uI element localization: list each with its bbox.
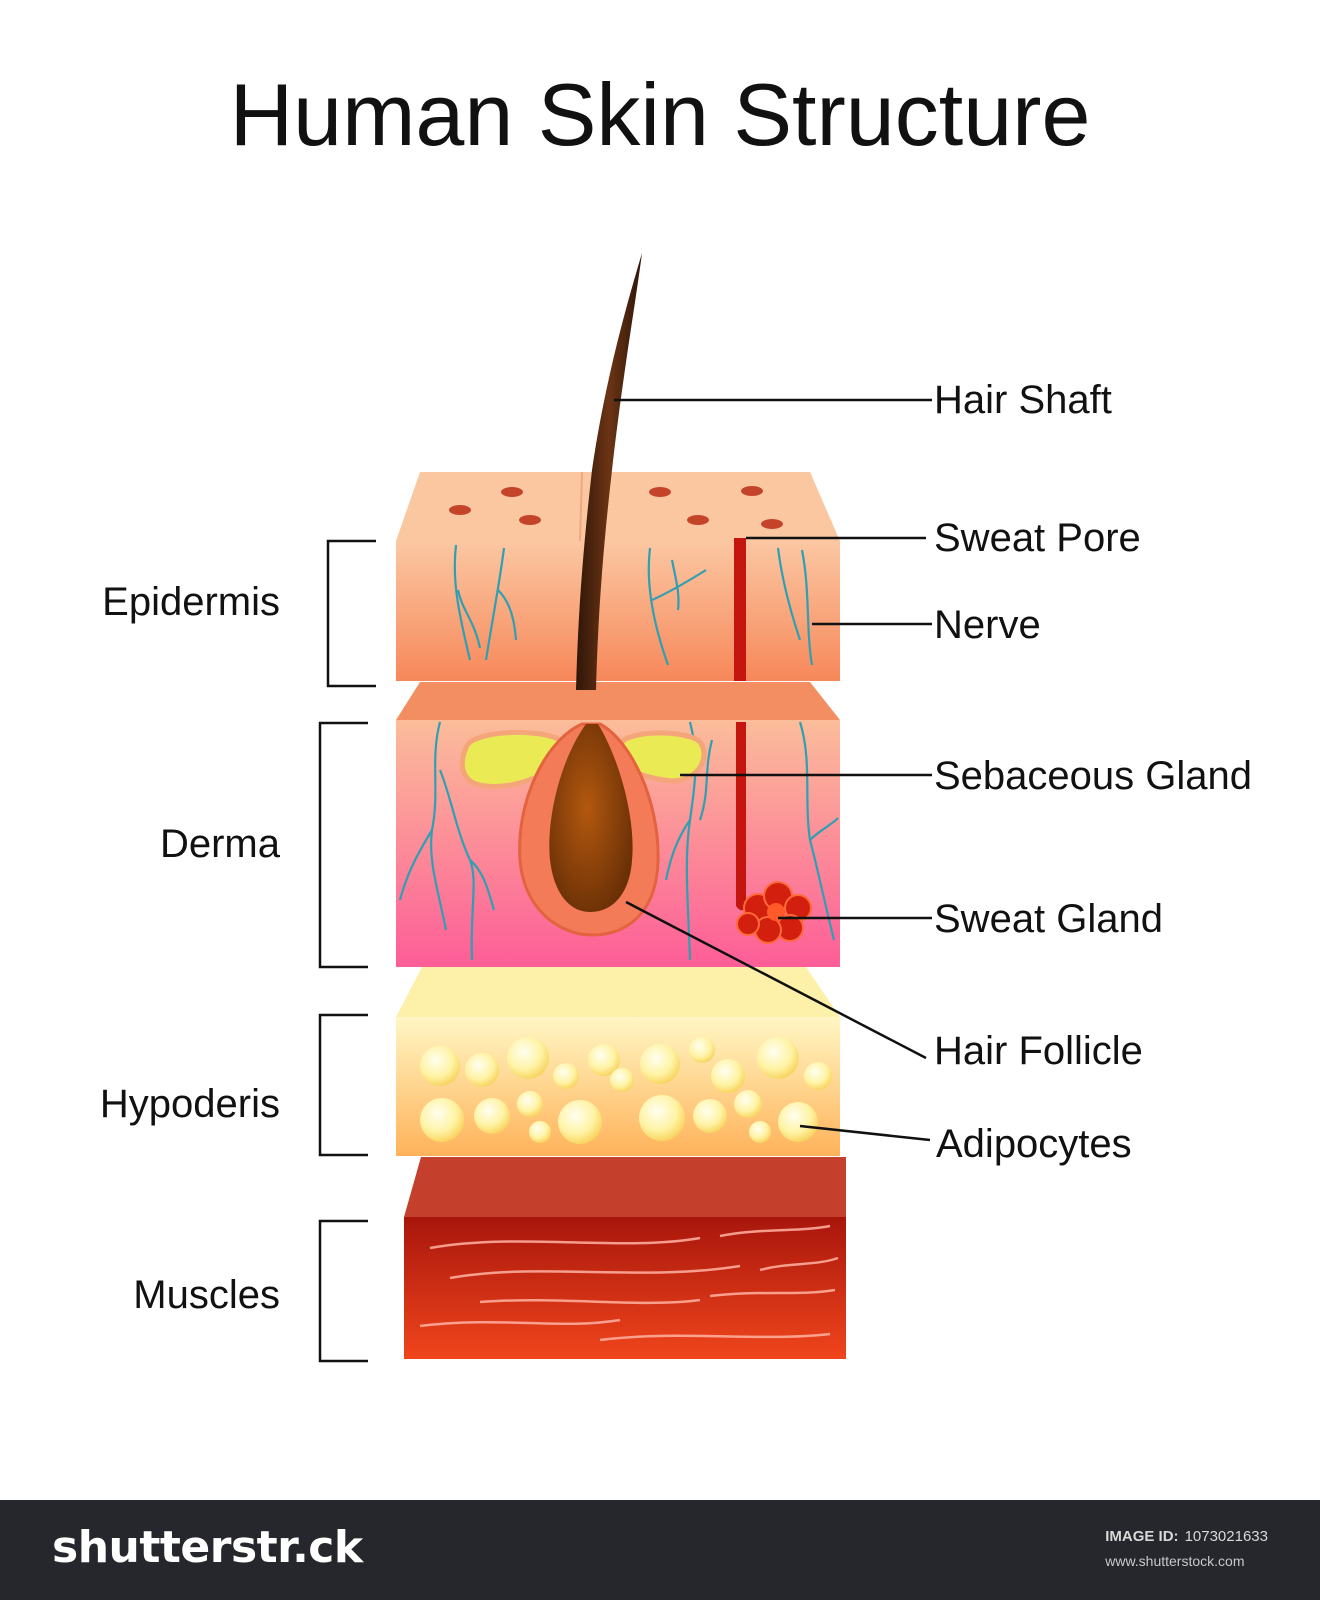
diagram-title: Human Skin Structure	[230, 65, 1091, 164]
bracket-hypoderis	[318, 1013, 368, 1157]
label-adipocytes: Adipocytes	[936, 1122, 1132, 1166]
label-hair-follicle: Hair Follicle	[934, 1029, 1143, 1073]
epidermis-layer	[396, 471, 840, 681]
image-id-value: 1073021633	[1184, 1528, 1268, 1545]
label-hair-shaft: Hair Shaft	[934, 378, 1112, 422]
leader-lines	[614, 398, 932, 1142]
skin-pores	[449, 486, 783, 529]
stock-logo: shutterstr.ck	[52, 1522, 363, 1573]
label-sweat-pore: Sweat Pore	[934, 516, 1141, 560]
image-id-row: IMAGE ID: 1073021633	[1105, 1528, 1268, 1545]
leader-adipocytes	[799, 1124, 931, 1142]
layer-label-derma: Derma	[160, 822, 281, 866]
hair-shaft	[576, 253, 642, 690]
site-url: www.shutterstock.com	[1105, 1553, 1245, 1569]
hypodermis-layer	[396, 967, 840, 1156]
skin-structure-diagram: Human Skin Structure	[100, 65, 1252, 1363]
leader-hair-follicle	[625, 900, 927, 1060]
derma-layer	[396, 682, 840, 967]
label-nerve: Nerve	[934, 603, 1041, 647]
layer-label-muscles: Muscles	[133, 1273, 280, 1317]
sweat-duct-epidermis	[734, 538, 746, 681]
sweat-duct-derma	[736, 722, 746, 911]
layer-brackets	[318, 539, 376, 1363]
bracket-muscles	[318, 1219, 368, 1363]
label-sebaceous-gland: Sebaceous Gland	[934, 754, 1252, 798]
muscle-layer	[404, 1157, 846, 1359]
layer-label-epidermis: Epidermis	[102, 580, 280, 624]
bracket-epidermis	[326, 539, 376, 688]
stock-footer-bar: shutterstr.ck IMAGE ID: 1073021633 www.sh…	[0, 1500, 1320, 1600]
image-meta: IMAGE ID: 1073021633 www.shutterstock.com	[1105, 1528, 1268, 1569]
layer-label-hypoderis: Hypoderis	[100, 1082, 280, 1126]
hair-bulb	[549, 724, 633, 912]
adipocyte-cells	[420, 1037, 832, 1144]
bracket-derma	[318, 721, 368, 969]
label-sweat-gland: Sweat Gland	[934, 897, 1163, 941]
epidermis-nerves	[453, 544, 814, 666]
image-id-label: IMAGE ID:	[1105, 1528, 1179, 1545]
sweat-gland	[736, 881, 812, 944]
